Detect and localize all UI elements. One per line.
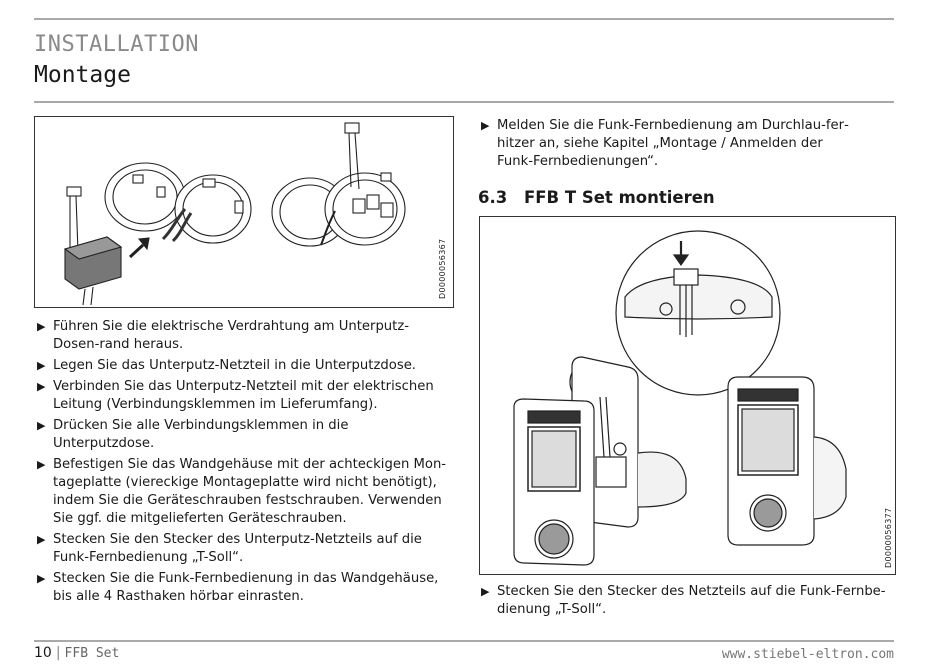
list-item: ▶Stecken Sie die Funk-Fernbedienung in d… xyxy=(37,571,439,604)
list-item: ▶Drücken Sie alle Verbindungsklemmen in … xyxy=(37,418,349,451)
page-number: 10 xyxy=(34,645,52,661)
wiring-illustration xyxy=(63,122,406,306)
footer-url: www.stiebel-eltron.com xyxy=(721,647,894,662)
list-item: ▶Verbinden Sie das Unterputz-Netzteil mi… xyxy=(37,379,434,412)
bullet-triangle-icon: ▶ xyxy=(37,572,46,585)
list-item: ▶Führen Sie die elektrische Verdrahtung … xyxy=(37,319,410,352)
product-name: FFB Set xyxy=(64,646,120,661)
bullet-triangle-icon: ▶ xyxy=(481,585,490,598)
remote-illustration xyxy=(513,230,847,566)
section-heading: 6.3 FFB T Set montieren xyxy=(478,188,715,207)
header-rule xyxy=(34,101,894,103)
footer-separator: | xyxy=(55,645,61,661)
list-item: ▶Melden Sie die Funk-Fernbedienung am Du… xyxy=(481,118,849,169)
bullet-triangle-icon: ▶ xyxy=(37,359,46,372)
top-rule xyxy=(34,18,894,20)
list-item: ▶Stecken Sie den Stecker des Netzteils a… xyxy=(481,584,886,617)
bullet-triangle-icon: ▶ xyxy=(37,533,46,546)
bullet-triangle-icon: ▶ xyxy=(37,380,46,393)
figure2-doc-id: D0000056377 xyxy=(884,507,893,568)
section-number: 6.3 xyxy=(478,188,508,207)
page-title: Montage xyxy=(34,62,131,88)
list-item: ▶Stecken Sie den Stecker des Unterputz-N… xyxy=(37,532,422,565)
bullet-triangle-icon: ▶ xyxy=(37,320,46,333)
figure1-doc-id: D0000056367 xyxy=(438,238,447,299)
bullet-triangle-icon: ▶ xyxy=(37,458,46,471)
right-instruction-list-bottom: ▶Stecken Sie den Stecker des Netzteils a… xyxy=(481,583,886,622)
bullet-triangle-icon: ▶ xyxy=(37,419,46,432)
section-header: INSTALLATION xyxy=(34,32,199,57)
bullet-triangle-icon: ▶ xyxy=(481,119,490,132)
right-instruction-list-top: ▶Melden Sie die Funk-Fernbedienung am Du… xyxy=(481,117,851,174)
section-title: FFB T Set montieren xyxy=(524,188,715,207)
figure-remote-mounting xyxy=(479,216,896,575)
footer-left: 10|FFB Set xyxy=(34,645,119,661)
list-item: ▶Legen Sie das Unterputz-Netzteil in die… xyxy=(37,358,416,373)
list-item: ▶Befestigen Sie das Wandgehäuse mit der … xyxy=(37,457,447,526)
figure-wiring-diagram xyxy=(34,116,454,308)
footer-rule xyxy=(34,640,894,642)
left-instruction-list: ▶Führen Sie die elektrische Verdrahtung … xyxy=(37,318,452,609)
